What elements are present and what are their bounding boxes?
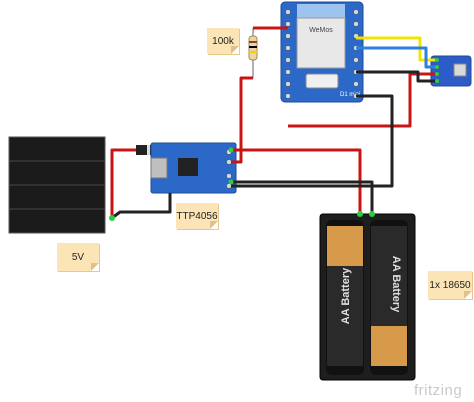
wire-blue [356, 46, 437, 69]
wire-black-sensor [356, 70, 437, 83]
note-resistor: 100k [207, 28, 239, 54]
wire-red-resistor [231, 76, 253, 164]
wire-red-battery [231, 148, 362, 214]
solar-panel [8, 136, 106, 234]
board-logo: WeMos [309, 27, 333, 34]
note-resistor-text: 100k [212, 35, 234, 47]
battery-label-1: AA Battery [340, 267, 352, 324]
d1-mini-board: WeMos D1 mini [280, 1, 364, 103]
note-solar-text: 5V [71, 251, 85, 263]
resistor [248, 28, 258, 78]
note-battery-text: 1x 18650 [429, 279, 471, 291]
note-charger-text: TTP4056 [176, 210, 218, 222]
board-label: D1 mini [340, 92, 360, 98]
note-battery: 1x 18650 [428, 271, 472, 299]
note-solar: 5V [57, 243, 99, 271]
battery-label-2: AA Battery [390, 256, 402, 313]
wire-red-sensor [288, 72, 437, 128]
note-charger: TTP4056 [176, 203, 218, 229]
wire-red-solar [110, 148, 136, 218]
wire-black-solar [111, 193, 172, 220]
charger-board [150, 142, 237, 194]
fritzing-watermark: fritzing [414, 382, 463, 399]
wire-nodes [109, 58, 439, 221]
wire-black-battery-2 [231, 94, 394, 188]
battery-holder: AA Battery AA Battery [319, 213, 416, 381]
wire-black-battery [231, 180, 374, 214]
